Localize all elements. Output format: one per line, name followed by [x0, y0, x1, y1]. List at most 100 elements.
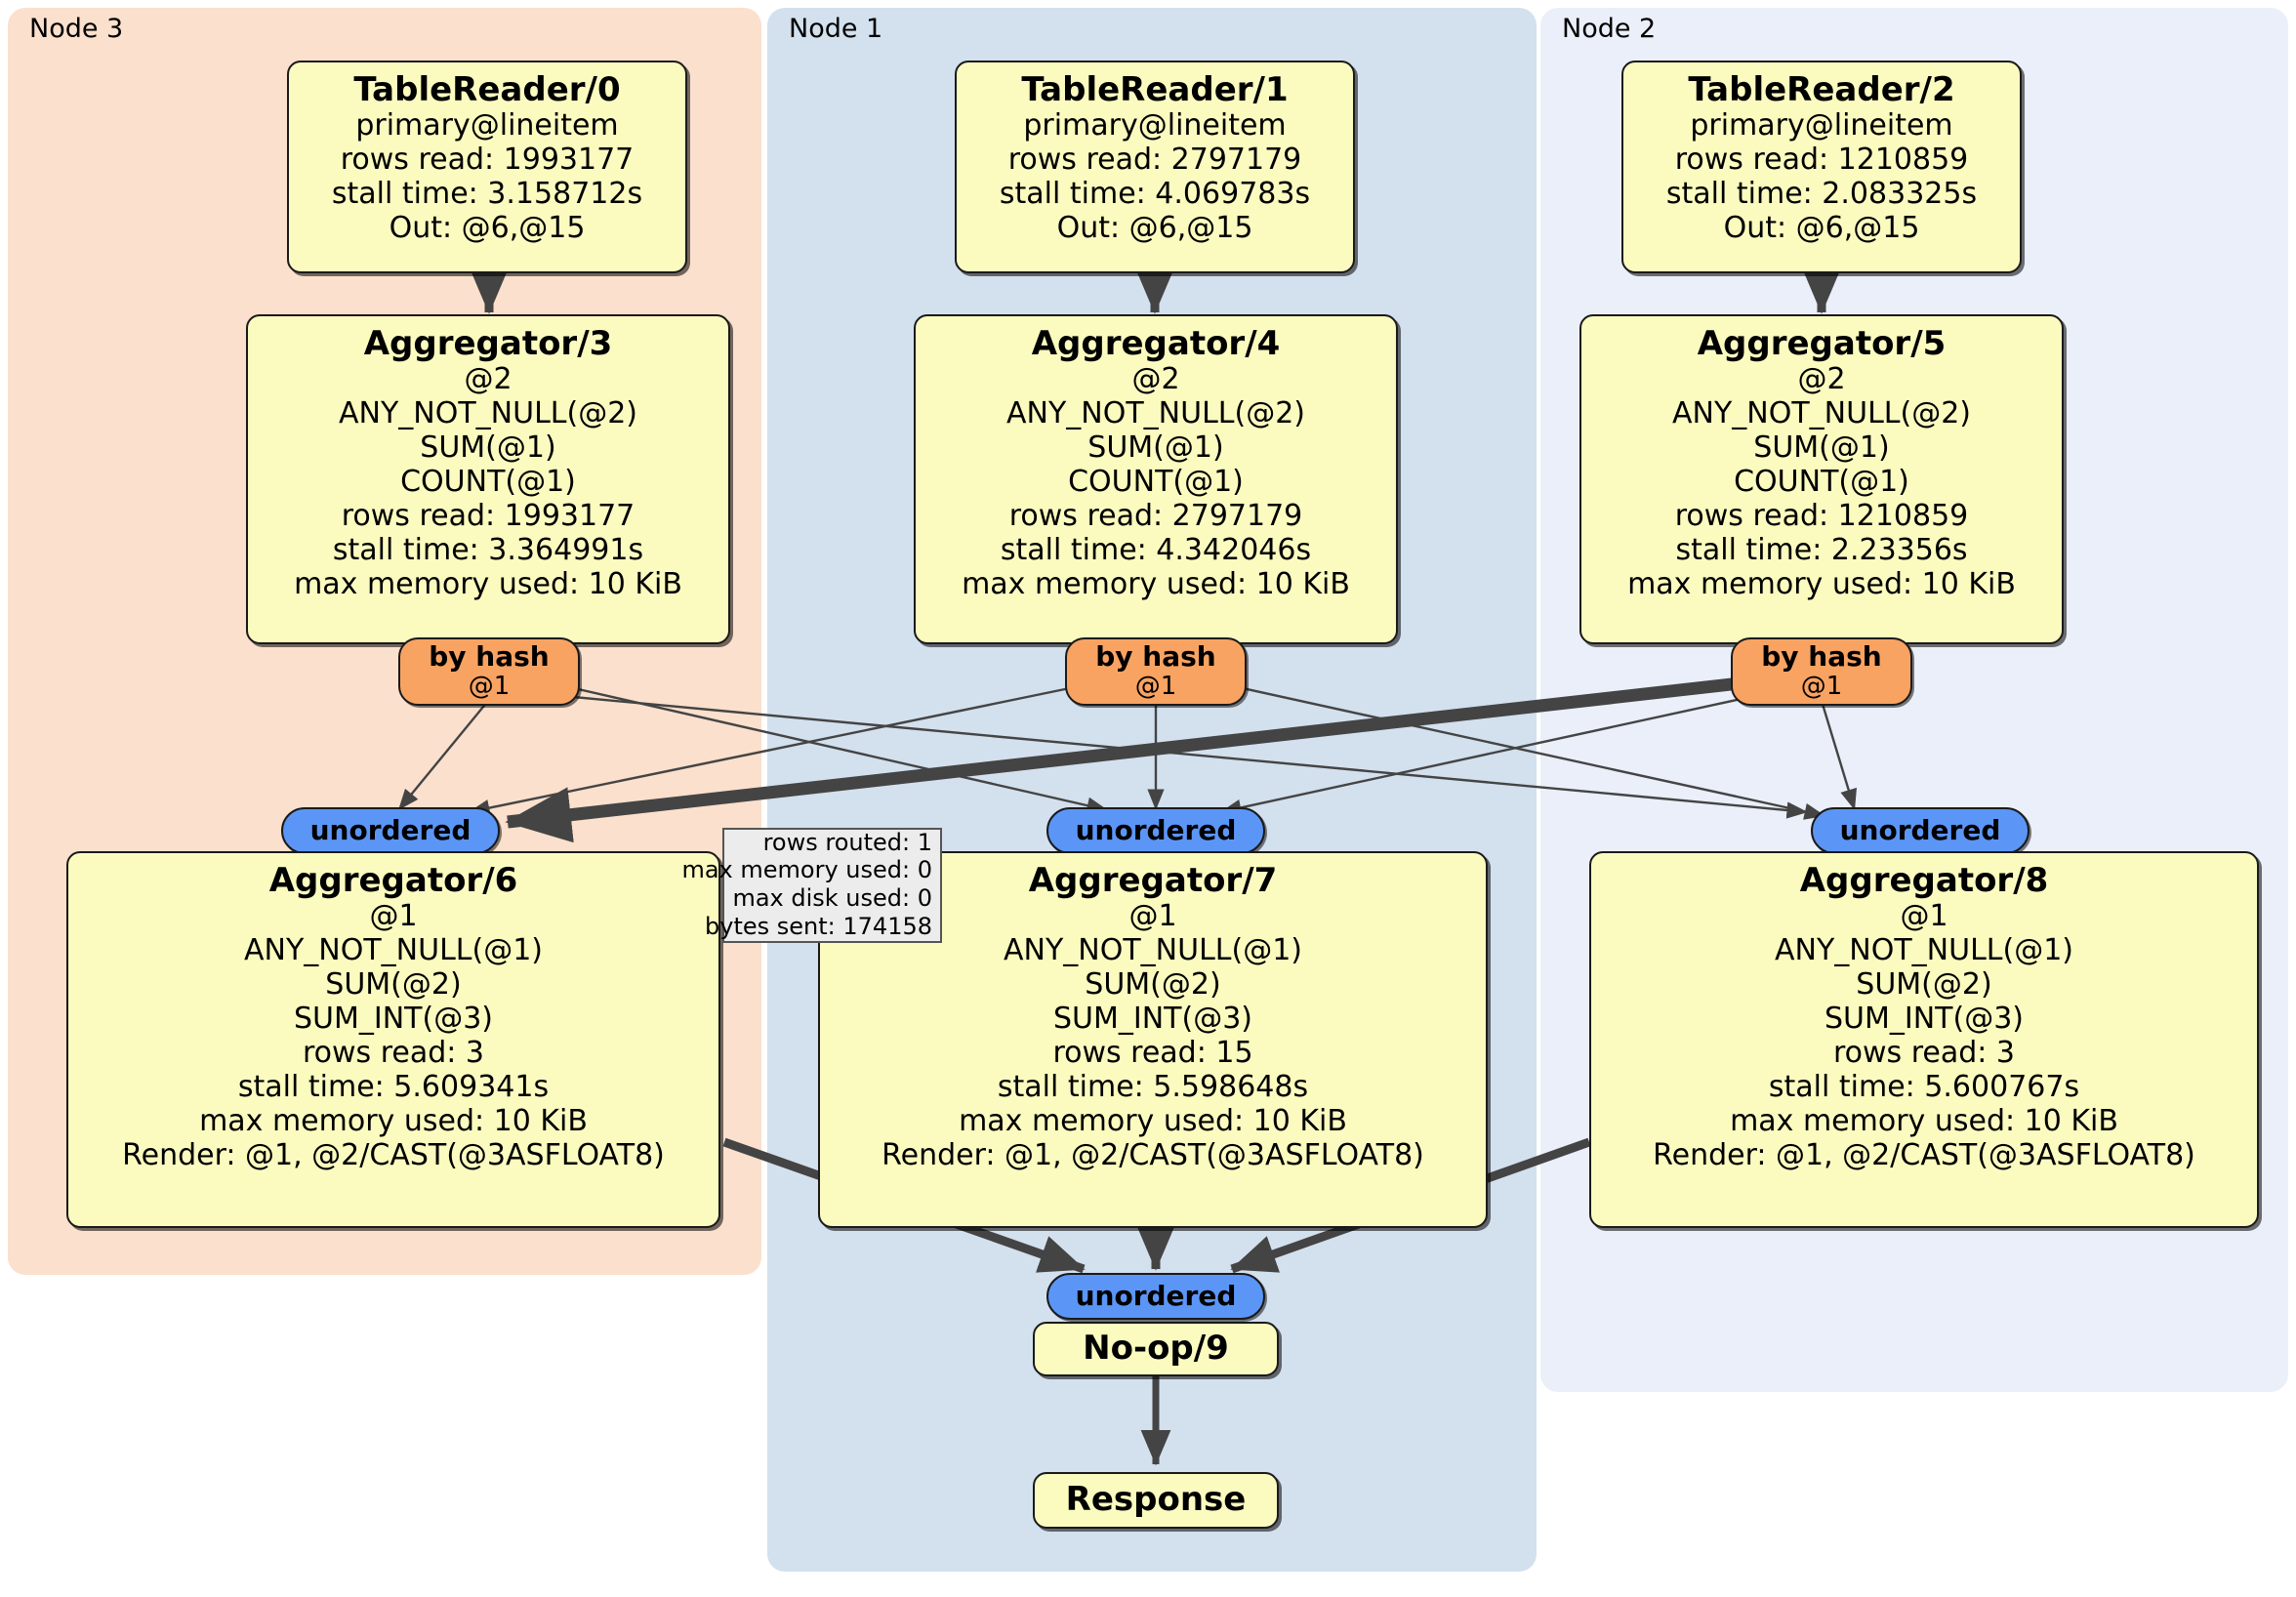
node-detail-line: @2	[464, 362, 512, 397]
node-aggregator-4[interactable]: Aggregator/4 @2 ANY_NOT_NULL(@2) SUM(@1)…	[914, 314, 1398, 644]
node-detail-line: rows read: 1210859	[1674, 143, 1969, 178]
node-aggregator-3[interactable]: Aggregator/3 @2 ANY_NOT_NULL(@2) SUM(@1)…	[246, 314, 730, 644]
node-detail-line: stall time: 4.069783s	[999, 177, 1311, 212]
router-label: by hash	[429, 640, 550, 674]
node-detail-line: rows read: 1210859	[1674, 499, 1969, 534]
node-title: Aggregator/5	[1697, 324, 1947, 363]
node-title: Response	[1065, 1480, 1247, 1520]
node-detail-line: ANY_NOT_NULL(@1)	[1004, 933, 1302, 968]
router-label: unordered	[1075, 813, 1237, 846]
node-detail-line: Out: @6,@15	[1056, 211, 1253, 246]
node-response[interactable]: Response	[1033, 1472, 1279, 1529]
node-detail-line: rows read: 2797179	[1008, 499, 1303, 534]
router-column: @1	[468, 672, 511, 702]
node-detail-line: SUM(@1)	[1753, 430, 1890, 466]
router-unordered-9[interactable]: unordered	[1046, 1273, 1265, 1320]
node-detail-line: @1	[1900, 899, 1948, 934]
node-detail-line: Out: @6,@15	[389, 211, 586, 246]
node-detail-line: stall time: 2.083325s	[1665, 177, 1978, 212]
stream-stats-tooltip: rows routed: 1 max memory used: 0 max di…	[681, 828, 942, 943]
node-detail-line: max memory used: 10 KiB	[294, 567, 682, 602]
node-detail-line: ANY_NOT_NULL(@2)	[1006, 396, 1305, 431]
node-detail-line: stall time: 2.23356s	[1675, 533, 1968, 568]
node-detail-line: stall time: 4.342046s	[1000, 533, 1312, 568]
node-tablereader-1[interactable]: TableReader/1 primary@lineitem rows read…	[955, 61, 1355, 273]
router-by-hash-5[interactable]: by hash @1	[1731, 637, 1912, 706]
node-detail-line: ANY_NOT_NULL(@1)	[1775, 933, 2073, 968]
node-detail-line: SUM_INT(@3)	[1824, 1002, 2024, 1037]
node-detail-line: stall time: 5.609341s	[237, 1070, 550, 1105]
cluster-node-2-label: Node 2	[1562, 14, 1657, 44]
node-detail-line: max memory used: 10 KiB	[959, 1104, 1347, 1139]
node-detail-line: @1	[1128, 899, 1177, 934]
node-title: Aggregator/3	[363, 324, 613, 363]
node-detail-line: SUM_INT(@3)	[294, 1002, 493, 1037]
node-tablereader-0[interactable]: TableReader/0 primary@lineitem rows read…	[287, 61, 687, 273]
node-aggregator-6[interactable]: Aggregator/6 @1 ANY_NOT_NULL(@1) SUM(@2)…	[66, 851, 720, 1228]
node-detail-line: Render: @1, @2/CAST(@3ASFLOAT8)	[1653, 1138, 2195, 1172]
node-title: TableReader/1	[1021, 70, 1289, 109]
router-label: unordered	[309, 813, 472, 846]
node-noop-9[interactable]: No-op/9	[1033, 1322, 1279, 1376]
node-detail-line: stall time: 3.364991s	[332, 533, 644, 568]
stats-line: rows routed: 1	[762, 828, 932, 856]
node-detail-line: SUM(@1)	[1087, 430, 1224, 466]
node-detail-line: ANY_NOT_NULL(@1)	[244, 933, 543, 968]
node-detail-line: primary@lineitem	[1023, 108, 1287, 143]
router-unordered-6[interactable]: unordered	[281, 807, 500, 854]
node-title: TableReader/2	[1688, 70, 1955, 109]
node-detail-line: @1	[369, 899, 418, 934]
node-detail-line: max memory used: 10 KiB	[199, 1104, 588, 1139]
node-tablereader-2[interactable]: TableReader/2 primary@lineitem rows read…	[1621, 61, 2022, 273]
stats-line: bytes sent: 174158	[705, 912, 932, 940]
node-detail-line: max memory used: 10 KiB	[962, 567, 1350, 602]
cluster-node-3-label: Node 3	[29, 14, 124, 44]
node-detail-line: rows read: 2797179	[1007, 143, 1302, 178]
cluster-node-1-label: Node 1	[789, 14, 883, 44]
router-by-hash-3[interactable]: by hash @1	[398, 637, 580, 706]
router-unordered-8[interactable]: unordered	[1811, 807, 2030, 854]
node-detail-line: SUM(@2)	[325, 967, 462, 1003]
node-detail-line: stall time: 3.158712s	[331, 177, 643, 212]
stats-line: max disk used: 0	[732, 884, 932, 912]
node-detail-line: ANY_NOT_NULL(@2)	[339, 396, 637, 431]
stats-line: max memory used: 0	[681, 856, 932, 884]
node-detail-line: COUNT(@1)	[1068, 465, 1244, 500]
node-aggregator-5[interactable]: Aggregator/5 @2 ANY_NOT_NULL(@2) SUM(@1)…	[1579, 314, 2064, 644]
node-detail-line: Render: @1, @2/CAST(@3ASFLOAT8)	[122, 1138, 665, 1172]
node-title: No-op/9	[1083, 1329, 1229, 1369]
node-detail-line: @2	[1131, 362, 1180, 397]
node-detail-line: rows read: 3	[302, 1036, 485, 1071]
node-detail-line: rows read: 15	[1052, 1036, 1253, 1071]
node-detail-line: Render: @1, @2/CAST(@3ASFLOAT8)	[882, 1138, 1424, 1172]
node-detail-line: stall time: 5.600767s	[1768, 1070, 2080, 1105]
node-detail-line: stall time: 5.598648s	[997, 1070, 1309, 1105]
node-title: Aggregator/8	[1799, 861, 2049, 900]
router-unordered-7[interactable]: unordered	[1046, 807, 1265, 854]
router-column: @1	[1134, 672, 1177, 702]
node-detail-line: max memory used: 10 KiB	[1730, 1104, 2118, 1139]
router-column: @1	[1800, 672, 1843, 702]
node-detail-line: rows read: 3	[1832, 1036, 2016, 1071]
node-detail-line: primary@lineitem	[355, 108, 619, 143]
node-aggregator-7[interactable]: Aggregator/7 @1 ANY_NOT_NULL(@1) SUM(@2)…	[818, 851, 1488, 1228]
node-title: Aggregator/7	[1028, 861, 1278, 900]
node-detail-line: SUM_INT(@3)	[1053, 1002, 1252, 1037]
node-title: TableReader/0	[353, 70, 621, 109]
node-detail-line: @2	[1797, 362, 1846, 397]
node-detail-line: rows read: 1993177	[340, 143, 635, 178]
node-detail-line: max memory used: 10 KiB	[1627, 567, 2016, 602]
node-title: Aggregator/4	[1031, 324, 1281, 363]
router-label: unordered	[1075, 1279, 1237, 1312]
node-detail-line: SUM(@2)	[1856, 967, 1992, 1003]
router-label: unordered	[1839, 813, 2001, 846]
node-title: Aggregator/6	[268, 861, 518, 900]
node-detail-line: COUNT(@1)	[1734, 465, 1909, 500]
node-detail-line: COUNT(@1)	[400, 465, 576, 500]
router-by-hash-4[interactable]: by hash @1	[1065, 637, 1247, 706]
node-detail-line: primary@lineitem	[1690, 108, 1953, 143]
node-detail-line: ANY_NOT_NULL(@2)	[1672, 396, 1971, 431]
node-aggregator-8[interactable]: Aggregator/8 @1 ANY_NOT_NULL(@1) SUM(@2)…	[1589, 851, 2259, 1228]
node-detail-line: Out: @6,@15	[1723, 211, 1920, 246]
